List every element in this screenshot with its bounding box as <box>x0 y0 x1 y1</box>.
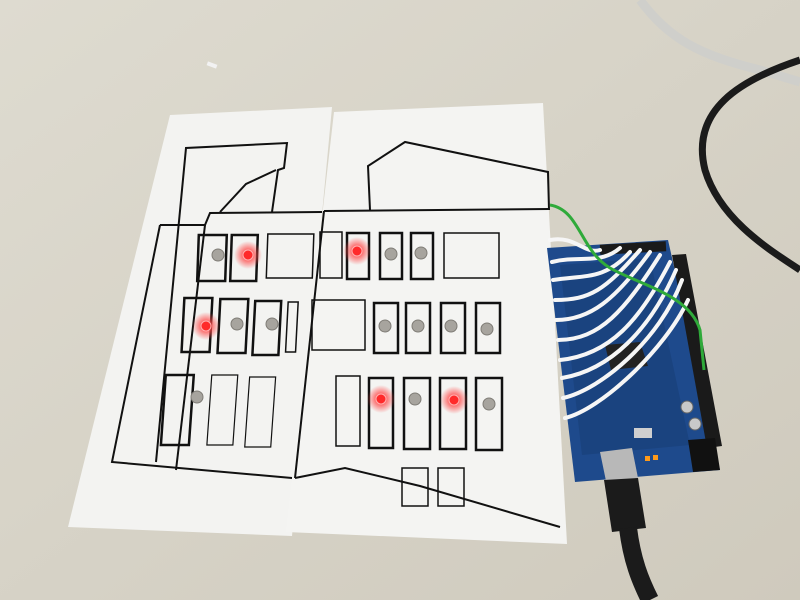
led-off <box>482 397 496 411</box>
jumper-wires <box>548 237 690 420</box>
led-off <box>230 317 244 331</box>
led-off <box>414 246 428 260</box>
led-off <box>408 392 422 406</box>
led-off <box>265 317 279 331</box>
led-off <box>190 390 204 404</box>
led-off <box>444 319 458 333</box>
desk-debris <box>206 61 218 69</box>
led-off <box>378 319 392 333</box>
led-off <box>384 247 398 261</box>
led-layer <box>190 237 496 414</box>
grey-cable <box>636 0 800 87</box>
led-on <box>242 249 254 261</box>
led-on <box>200 320 212 332</box>
led-off <box>480 322 494 336</box>
led-on <box>448 394 460 406</box>
led-on <box>351 245 363 257</box>
right-paper-sheet <box>286 103 567 544</box>
black-cable <box>698 56 800 273</box>
usb-cable <box>600 448 659 600</box>
led-on <box>375 393 387 405</box>
led-off <box>411 319 425 333</box>
green-wire <box>549 203 706 371</box>
led-off <box>211 248 225 262</box>
